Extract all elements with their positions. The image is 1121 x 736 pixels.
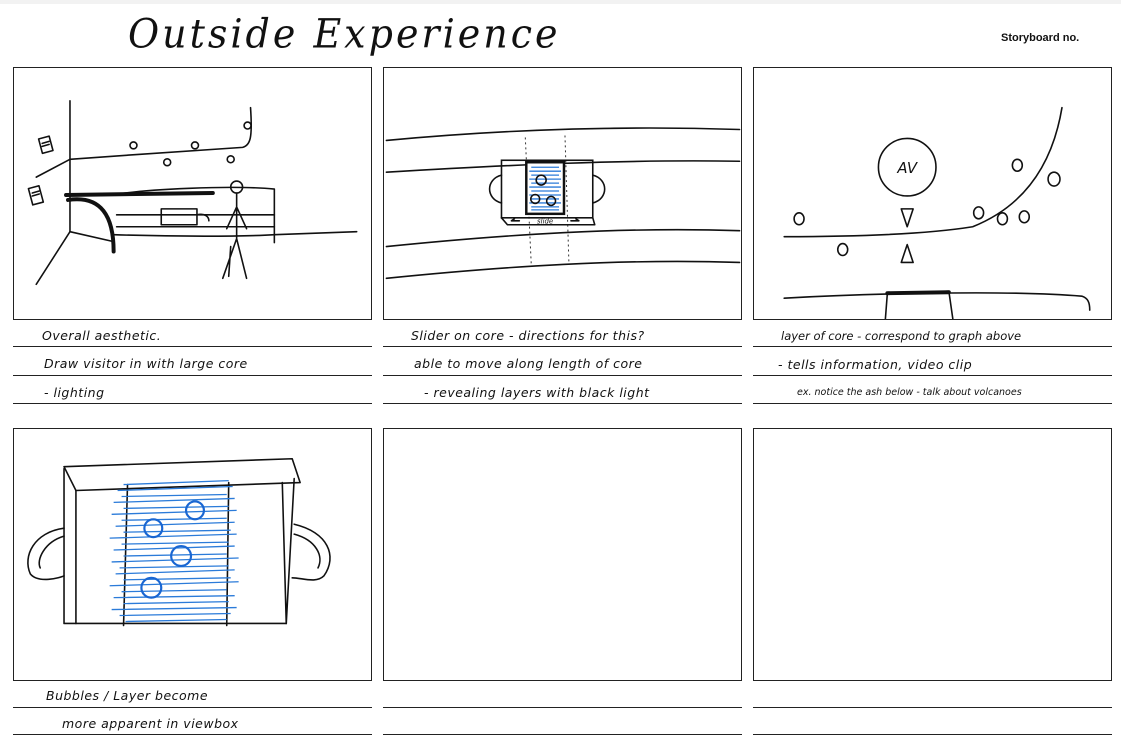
panel-4-sketch (14, 429, 371, 680)
panel-1-sketch (14, 68, 371, 319)
panel-2-note-rule-2 (383, 375, 742, 376)
storyboard-number-label: Storyboard no. (1001, 32, 1079, 44)
storyboard-title: Outside Experience (128, 11, 560, 57)
panel-1-note-rule-3 (13, 403, 372, 404)
panel-2-slide-label: slide (537, 218, 553, 226)
panel-1-frame (13, 67, 372, 320)
panel-5-note-rule-1 (383, 707, 742, 708)
panel-4-note-rule-1 (13, 707, 372, 708)
panel-6-frame (753, 428, 1112, 681)
panel-3-sketch: AV (754, 68, 1111, 319)
panel-5-note-rule-2 (383, 734, 742, 735)
panel-6-note-rule-2 (753, 734, 1112, 735)
panel-6-note-rule-1 (753, 707, 1112, 708)
panel-3-note-rule-3 (753, 403, 1112, 404)
panel-3-note-2: - tells information, video clip (778, 357, 972, 372)
panel-3-note-rule-1 (753, 346, 1112, 347)
panel-3-note-1: layer of core - correspond to graph abov… (781, 329, 1021, 343)
panel-2-frame: slide (383, 67, 742, 320)
panel-3-note-rule-2 (753, 375, 1112, 376)
panel-4-note-2: more apparent in viewbox (62, 716, 239, 731)
panel-4-note-rule-2 (13, 734, 372, 735)
panel-1-note-rule-2 (13, 375, 372, 376)
panel-1-note-2: Draw visitor in with large core (44, 356, 248, 371)
panel-2-note-rule-3 (383, 403, 742, 404)
panel-3-note-3: ex. notice the ash below - talk about vo… (797, 387, 1022, 398)
panel-5-frame (383, 428, 742, 681)
panel-1-note-3: - lighting (44, 385, 105, 400)
panel-3-frame: AV (753, 67, 1112, 320)
panel-2-note-2: able to move along length of core (414, 356, 642, 371)
panel-2-sketch: slide (384, 68, 741, 319)
panel-2-note-1: Slider on core - directions for this? (411, 328, 645, 343)
panel-4-blue-shading (110, 481, 239, 622)
panel-4-note-1: Bubbles / Layer become (46, 688, 208, 703)
storyboard-sheet: Outside Experience Storyboard no. (0, 4, 1121, 736)
panel-4-frame (13, 428, 372, 681)
panel-2-note-3: - revealing layers with black light (424, 385, 650, 400)
panel-1-note-1: Overall aesthetic. (42, 328, 161, 343)
panel-3-av-label: AV (896, 159, 918, 177)
panel-2-note-rule-1 (383, 346, 742, 347)
panel-1-note-rule-1 (13, 346, 372, 347)
